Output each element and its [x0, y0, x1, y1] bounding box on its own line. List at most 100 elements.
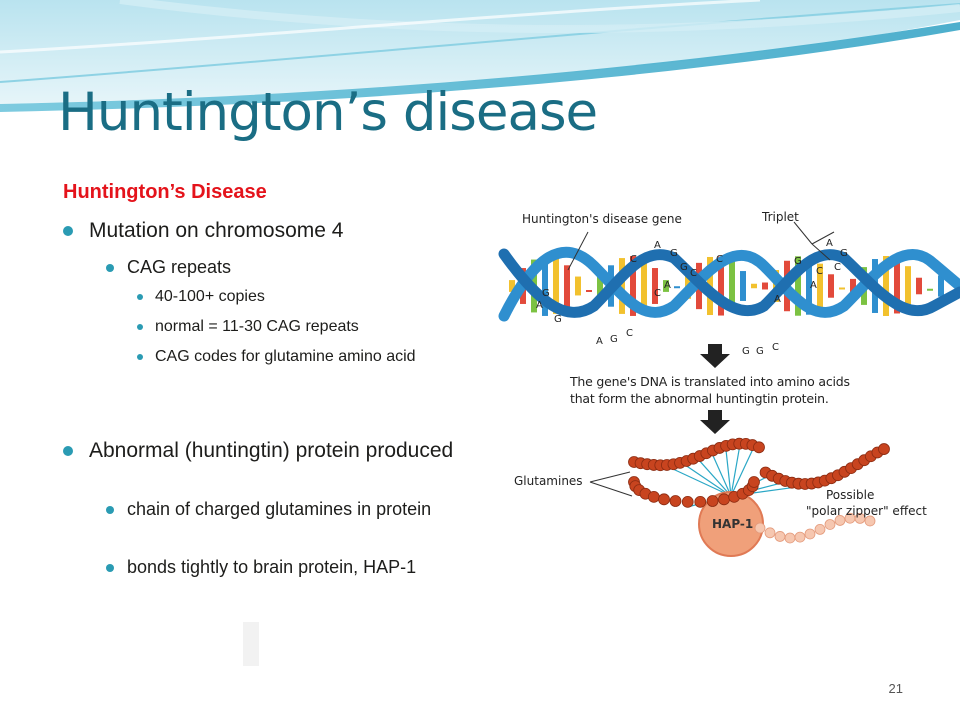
base-pair-rung	[839, 287, 845, 290]
polar-zipper-chain	[754, 512, 876, 544]
base-pair-rung	[905, 266, 911, 306]
bullet-charged-glutamines: chain of charged glutamines in protein	[127, 499, 432, 519]
pale-bead	[754, 522, 766, 534]
base-letter: C	[772, 342, 779, 353]
base-pair-rung	[586, 290, 592, 292]
bullet-icon	[106, 564, 114, 572]
base-pair-rung	[663, 280, 669, 292]
base-pair-rung	[795, 256, 801, 316]
gene-callout-line	[567, 231, 589, 271]
polar-zipper-label-line2: "polar zipper" effect	[806, 504, 927, 518]
pale-bead	[794, 531, 806, 543]
bullet-cag-repeats: CAG repeats	[127, 257, 232, 277]
base-letter: A	[826, 238, 833, 249]
base-letter: A	[664, 280, 671, 291]
base-pair-rung	[729, 261, 735, 311]
glutamine-bead	[694, 495, 707, 508]
base-letter: A	[774, 294, 781, 305]
base-pair-rung	[575, 276, 581, 296]
base-letter: G	[554, 314, 562, 325]
glutamine-bead	[748, 476, 760, 488]
base-pair-rung	[553, 258, 559, 314]
pale-bead	[864, 515, 876, 527]
base-pair-rung	[718, 256, 724, 316]
section-heading: Huntington’s Disease	[63, 181, 267, 203]
base-letter: C	[690, 268, 697, 279]
base-pair-rung	[938, 275, 944, 297]
bullet-icon	[137, 294, 143, 300]
pale-bead	[824, 519, 836, 530]
bullet-icon	[106, 506, 114, 514]
pale-bead	[784, 532, 796, 544]
down-arrow-icon	[700, 410, 730, 434]
base-pair-rung	[850, 278, 856, 294]
glutamines-callout-line	[589, 471, 631, 483]
base-pair-rung	[509, 280, 515, 292]
base-letter: C	[716, 254, 723, 265]
hap1-label: HAP-1	[712, 517, 754, 531]
base-pair-rung	[674, 286, 680, 289]
glutamine-bead	[706, 495, 719, 507]
base-pair-rung	[916, 277, 922, 295]
base-letter: G	[542, 288, 550, 299]
base-letter: G	[840, 248, 848, 259]
pale-bead	[764, 527, 776, 539]
figure-graphic	[498, 221, 960, 557]
base-pair-rung	[542, 256, 548, 316]
glutamines-label: Glutamines	[514, 474, 583, 488]
base-pair-rung	[762, 282, 768, 290]
bullet-abnormal-protein: Abnormal (huntingtin) protein produced	[89, 439, 454, 462]
base-pair-rung	[740, 271, 746, 301]
base-letter: A	[810, 280, 817, 291]
base-letter: G	[610, 334, 618, 345]
base-letter: G	[794, 256, 802, 267]
bullet-normal-range: normal = 11-30 CAG repeats	[155, 318, 359, 335]
base-pair-rung	[927, 288, 933, 291]
base-letter: G	[670, 248, 678, 259]
down-arrow-icon	[700, 344, 730, 368]
base-pair-rung	[641, 259, 647, 313]
base-pair-rung	[828, 274, 834, 298]
base-pair-rung	[883, 256, 889, 316]
triplet-label: Triplet	[762, 210, 799, 224]
huntingtin-figure: Huntington's disease gene Triplet The ge…	[494, 196, 960, 574]
glutamine-bead	[658, 493, 670, 506]
base-letter: G	[756, 346, 764, 357]
glutamine-bead	[718, 493, 730, 506]
polar-zipper-label-line1: Possible	[826, 488, 875, 502]
base-letter: A	[536, 300, 543, 311]
base-letter: C	[630, 254, 637, 265]
base-letter: C	[816, 266, 823, 277]
base-pair-rung	[630, 256, 636, 316]
glutamine-bead	[669, 495, 682, 507]
pale-bead	[774, 531, 786, 542]
base-letter: C	[834, 262, 841, 273]
glutamine-bead	[681, 495, 694, 508]
bullet-icon	[137, 354, 143, 360]
base-pair-rung	[894, 258, 900, 314]
pale-bead	[854, 513, 866, 524]
glutamine-chain	[628, 437, 890, 508]
base-letter: C	[626, 328, 633, 339]
glutamine-bead	[753, 441, 765, 454]
base-pair-rung	[751, 283, 757, 289]
bullet-icon	[63, 446, 73, 456]
bullet-icon	[106, 264, 114, 272]
pale-bead	[834, 515, 846, 526]
bullet-hap1-binding: bonds tightly to brain protein, HAP-1	[127, 557, 417, 577]
base-letter: A	[596, 336, 603, 347]
base-pair-rung	[564, 265, 570, 307]
base-letter: G	[680, 262, 688, 273]
bullet-icon	[137, 324, 143, 330]
slide-title: Huntington’s disease	[58, 82, 598, 143]
stray-mark	[243, 622, 259, 666]
glutamine-bead	[647, 490, 660, 503]
translation-text-line1: The gene's DNA is translated into amino …	[570, 374, 850, 389]
bullet-icon	[63, 226, 73, 236]
page-number: 21	[888, 681, 903, 696]
helix-strand-back	[498, 248, 960, 318]
triplet-callout-line	[793, 221, 813, 245]
pale-bead	[814, 524, 826, 535]
pale-bead	[804, 528, 816, 540]
